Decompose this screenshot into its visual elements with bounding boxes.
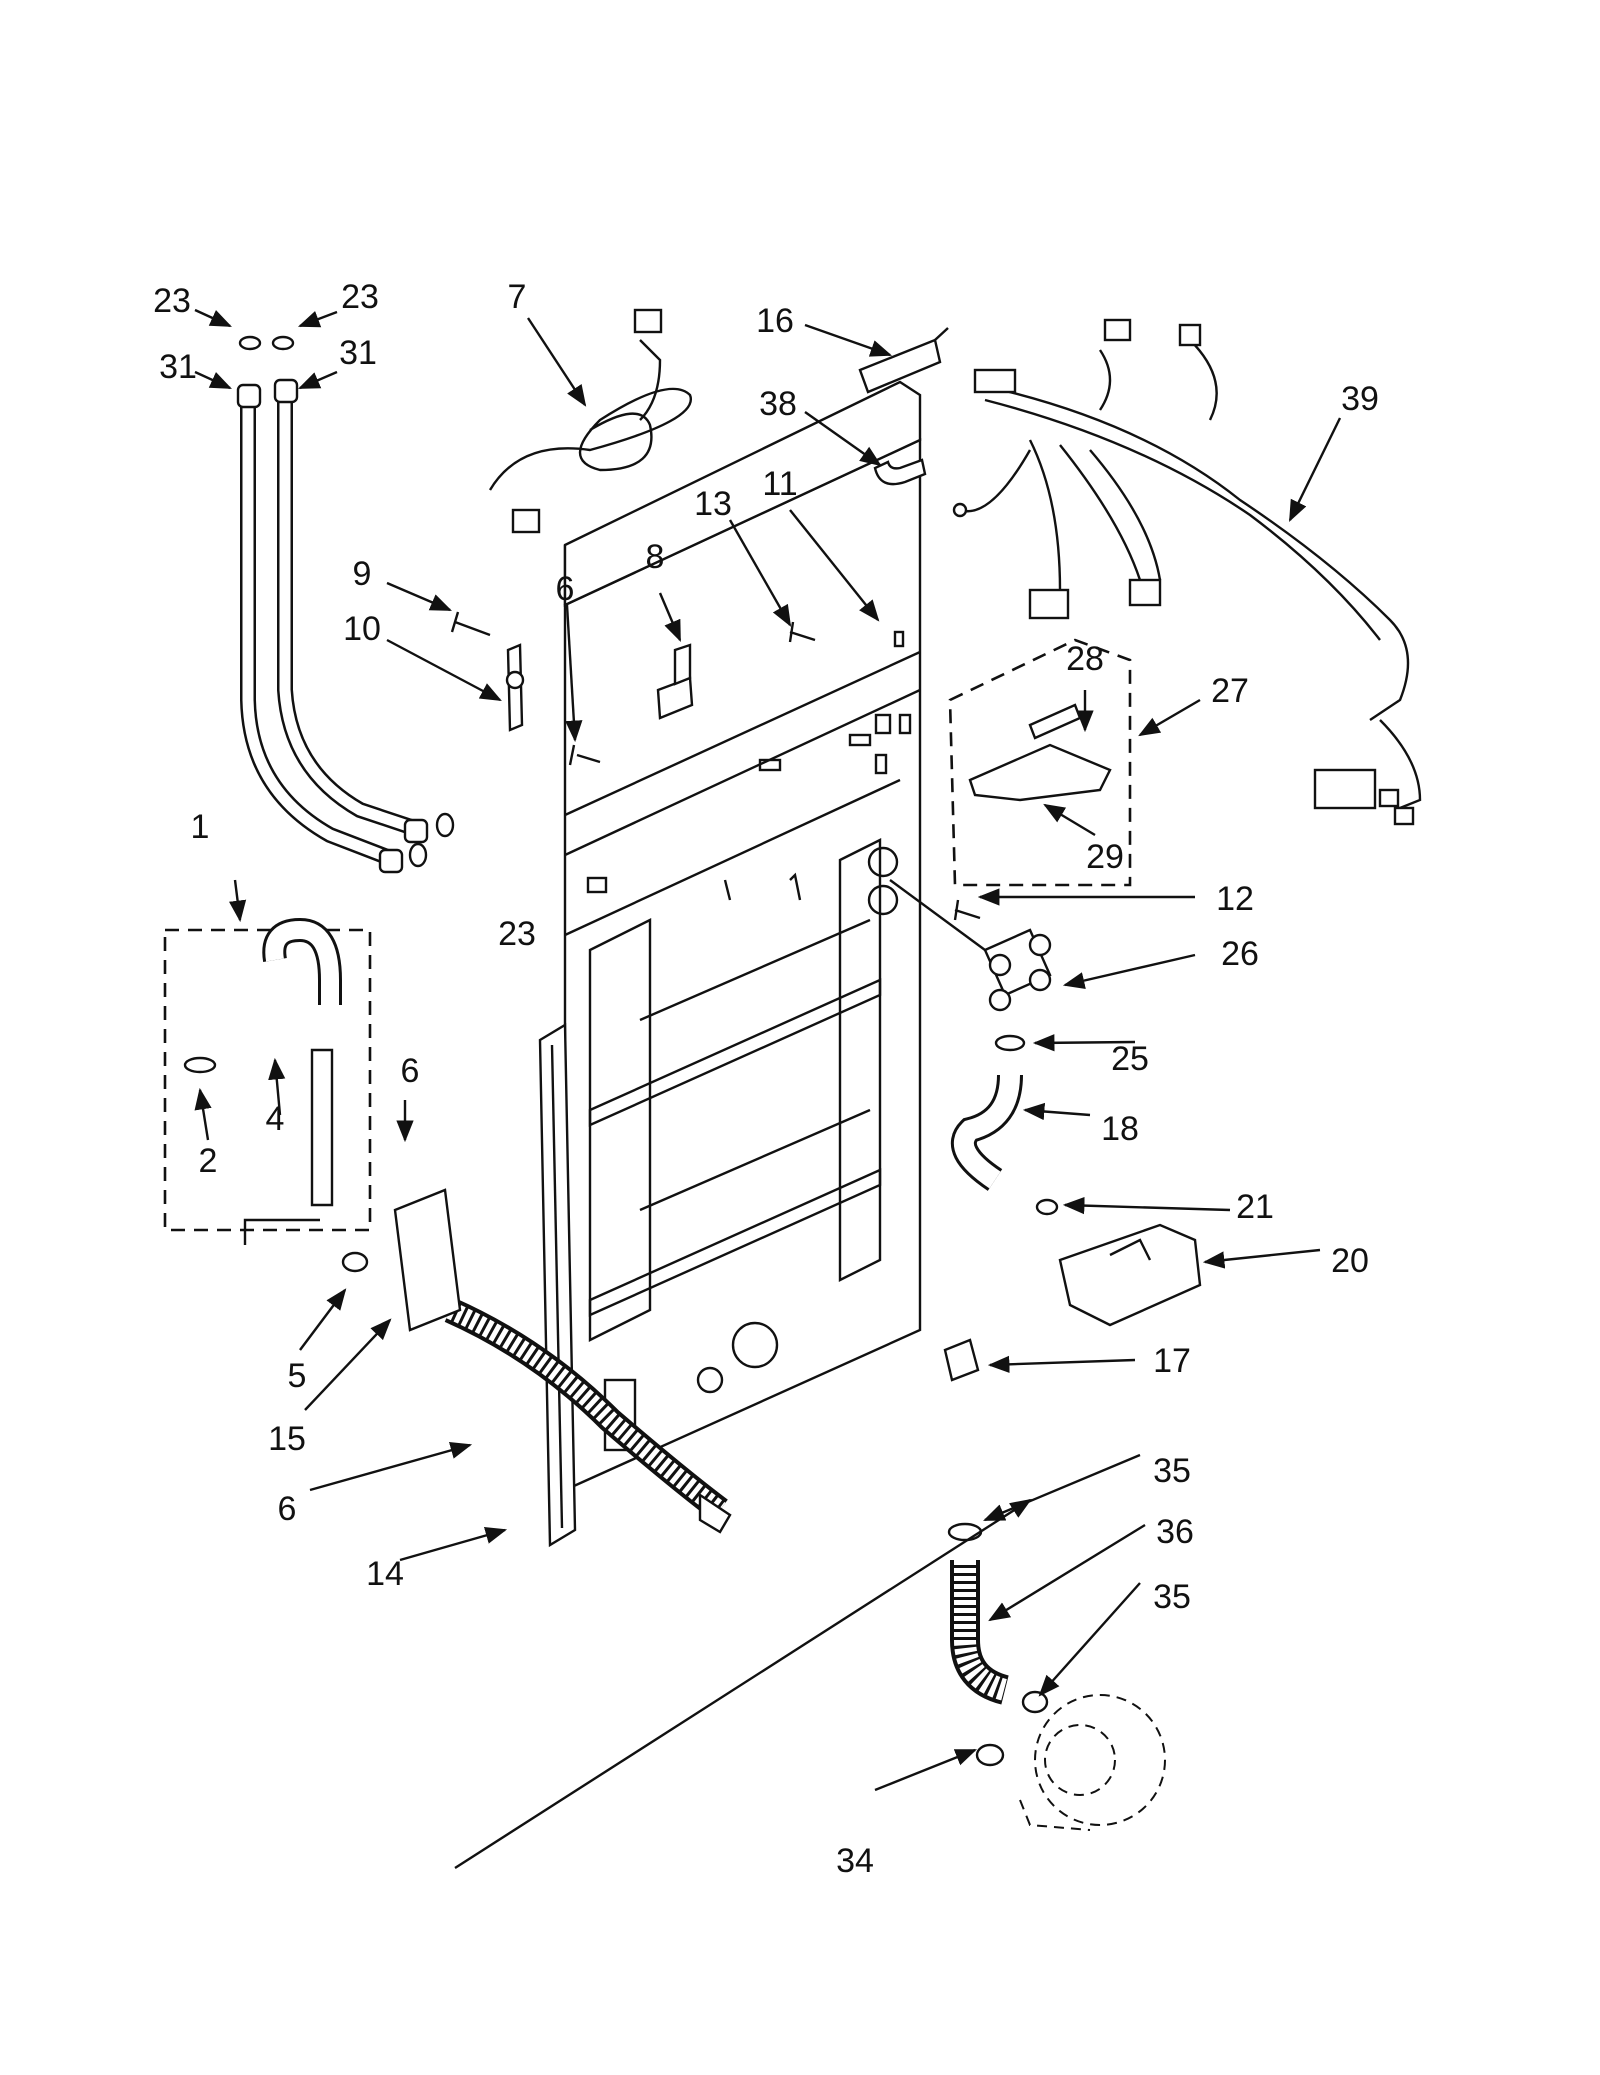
label-26: 26 [1221, 935, 1259, 973]
bracket-16 [858, 327, 949, 394]
label-39: 39 [1341, 380, 1379, 418]
label-14: 14 [366, 1555, 404, 1593]
label-11: 11 [762, 465, 797, 503]
label-23: 23 [341, 278, 379, 316]
label-34: 34 [836, 1842, 874, 1880]
side-brace [538, 1022, 577, 1548]
label-21: 21 [1236, 1188, 1274, 1226]
label-9: 9 [353, 555, 372, 593]
inlet-hoses [236, 335, 455, 874]
dispenser-20 [1058, 1223, 1202, 1327]
bracket-10 [505, 643, 525, 732]
label-38: 38 [759, 385, 797, 423]
label-31: 31 [339, 334, 377, 372]
wire-harness [952, 318, 1422, 826]
label-25: 25 [1111, 1040, 1149, 1078]
standpipe-kit-box [163, 917, 372, 1232]
label-12: 12 [1216, 880, 1254, 918]
power-cord [488, 308, 693, 534]
callout-lines [194, 308, 1342, 1870]
label-6: 6 [556, 570, 575, 608]
callout-labels: 23 23 31 31 7 16 38 39 11 13 8 9 10 6 28… [153, 278, 1379, 1880]
label-6: 6 [401, 1052, 420, 1090]
clamp-21 [1035, 1198, 1059, 1216]
label-23: 23 [153, 282, 191, 320]
label-1: 1 [191, 808, 210, 846]
clamp-25 [994, 1034, 1026, 1052]
label-20: 20 [1331, 1242, 1369, 1280]
label-2: 2 [199, 1142, 218, 1180]
drain-hose-34 [243, 1188, 732, 1534]
label-35: 35 [1153, 1578, 1191, 1616]
label-10: 10 [343, 610, 381, 648]
screws-top [450, 611, 981, 921]
label-17: 17 [1153, 1342, 1191, 1380]
label-29: 29 [1086, 838, 1124, 876]
water-valve-26 [889, 879, 1052, 1012]
label-23: 23 [498, 915, 536, 953]
label-8: 8 [646, 538, 665, 576]
clip-17 [943, 1338, 980, 1382]
label-15: 15 [268, 1420, 306, 1458]
hose-18 [950, 1074, 1023, 1191]
label-4: 4 [266, 1100, 285, 1138]
label-36: 36 [1156, 1513, 1194, 1551]
pump-outline [1019, 1694, 1166, 1831]
label-6: 6 [278, 1490, 297, 1528]
relay-27-box [948, 638, 1132, 887]
label-27: 27 [1211, 672, 1249, 710]
label-7: 7 [508, 278, 527, 316]
label-16: 16 [756, 302, 794, 340]
label-28: 28 [1066, 640, 1104, 678]
label-31: 31 [159, 348, 197, 386]
label-35: 35 [1153, 1452, 1191, 1490]
label-18: 18 [1101, 1110, 1139, 1148]
rear-panel [563, 380, 922, 1492]
label-5: 5 [288, 1357, 307, 1395]
clip-38 [873, 458, 927, 486]
drain-hose-36 [947, 1522, 1049, 1767]
label-13: 13 [694, 485, 732, 523]
clip-8 [656, 643, 694, 720]
